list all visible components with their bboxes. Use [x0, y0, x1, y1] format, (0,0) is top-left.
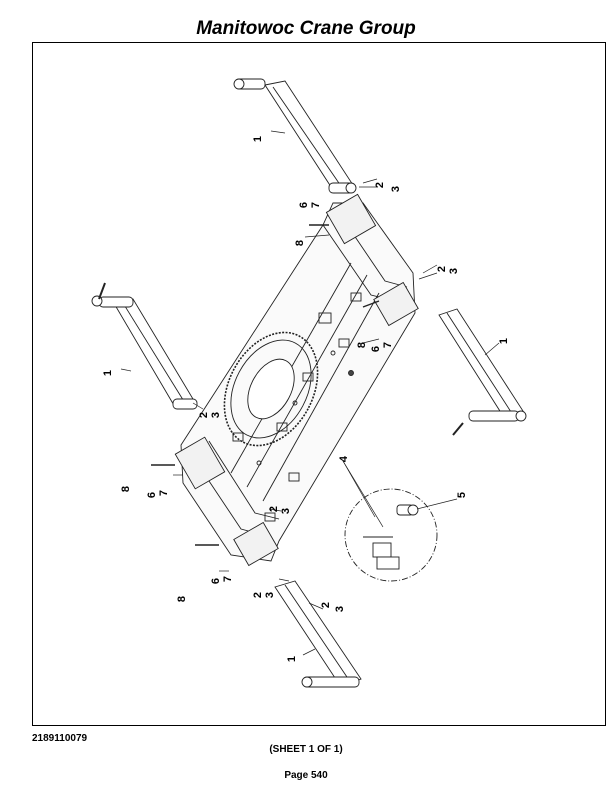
callout-3-bottom-b: 3 [334, 606, 346, 612]
callout-beam-left: 1 [102, 370, 114, 376]
callout-8-mid: 8 [356, 342, 368, 348]
callout-7-mid: 7 [382, 342, 394, 348]
swing-bearing-ring [223, 331, 319, 447]
sheet-label: (SHEET 1 OF 1) [269, 744, 343, 755]
callout-2-bottom-b: 2 [320, 602, 332, 608]
document-number: 2189110079 [32, 733, 88, 744]
callout-labels: 1 1 1 1 2 3 2 3 2 3 2 3 2 3 2 3 4 5 6 7 … [102, 136, 510, 662]
carbody-frame [174, 193, 419, 567]
beam-top [233, 78, 357, 194]
callout-2-right: 2 [436, 266, 448, 272]
callout-3-center: 3 [280, 508, 292, 514]
callout-8-top: 8 [294, 240, 306, 246]
callout-3-left: 3 [210, 412, 222, 418]
exploded-parts-drawing: 1 1 1 1 2 3 2 3 2 3 2 3 2 3 2 3 4 5 6 7 … [91, 78, 527, 688]
beam-bottom [274, 580, 362, 688]
callout-6-top: 6 [298, 202, 310, 208]
callout-8-left: 8 [120, 486, 132, 492]
page-number: Page 540 [284, 770, 328, 781]
callout-7-top: 7 [310, 202, 322, 208]
pin-bolts [151, 224, 380, 546]
callout-beam-top: 1 [252, 136, 264, 142]
callout-beam-right: 1 [498, 338, 510, 344]
beam-left [91, 282, 198, 410]
callout-3-bottom-a: 3 [264, 592, 276, 598]
callout-4: 4 [338, 455, 350, 462]
callout-beam-bottom: 1 [286, 656, 298, 662]
callout-2-left: 2 [198, 412, 210, 418]
callout-5: 5 [456, 492, 468, 498]
callout-6-mid: 6 [370, 346, 382, 352]
callout-3-right: 3 [448, 268, 460, 274]
callout-7-left: 7 [158, 490, 170, 496]
callout-8-bottom: 8 [176, 596, 188, 602]
drawing-frame: 1 1 1 1 2 3 2 3 2 3 2 3 2 3 2 3 4 5 6 7 … [32, 42, 606, 726]
beam-right [438, 308, 527, 436]
page-header-title: Manitowoc Crane Group [196, 18, 416, 39]
callout-2-bottom-a: 2 [252, 592, 264, 598]
leader-lines [120, 130, 500, 656]
callout-2-top: 2 [374, 182, 386, 188]
callout-6-bottom: 6 [210, 578, 222, 584]
callout-6-left: 6 [146, 492, 158, 498]
detail-view-circle [344, 488, 438, 582]
callout-2-center: 2 [268, 506, 280, 512]
callout-3-top: 3 [390, 186, 402, 192]
callout-7-bottom: 7 [222, 576, 234, 582]
